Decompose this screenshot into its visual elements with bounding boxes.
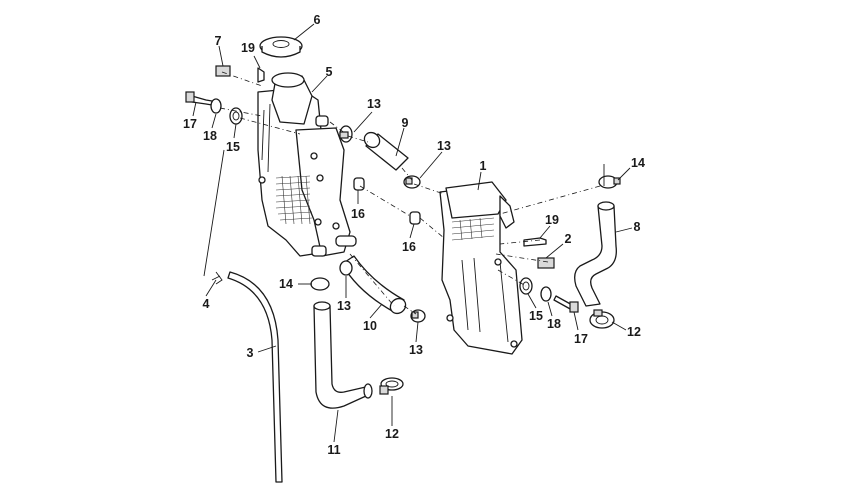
left-radiator (257, 72, 357, 257)
callout-3: 3 (247, 346, 254, 360)
callout-7: 7 (215, 34, 222, 48)
clamps-14 (310, 175, 621, 291)
callout-11: 11 (327, 443, 340, 457)
hose-9 (363, 131, 409, 171)
overflow-tube (227, 271, 283, 483)
callout-16-left: 16 (351, 207, 365, 221)
callout-10: 10 (363, 319, 377, 333)
radiator-cap (259, 36, 303, 58)
callout-5: 5 (326, 65, 333, 79)
callout-17-right: 17 (574, 332, 588, 346)
hose-8 (574, 201, 617, 307)
callout-17-left: 17 (183, 117, 197, 131)
right-radiator (439, 181, 523, 355)
callout-6: 6 (314, 13, 321, 27)
callout-4: 4 (203, 297, 210, 311)
assembly-lines (203, 71, 605, 315)
callout-13-top-right: 13 (437, 139, 451, 153)
callout-8: 8 (634, 220, 641, 234)
callout-14-left: 14 (279, 277, 293, 291)
hose-clamps (339, 125, 426, 323)
callout-18-right: 18 (547, 317, 561, 331)
callout-13-top-left: 13 (367, 97, 381, 111)
callout-15-right: 15 (529, 309, 543, 323)
tube-clip (211, 271, 223, 285)
callout-18-left: 18 (203, 129, 217, 143)
callout-19-right: 19 (545, 213, 559, 227)
callout-13-bottom: 13 (409, 343, 423, 357)
callout-numbers: 1 2 3 4 5 6 7 8 9 10 11 12 12 13 13 13 1… (183, 13, 645, 457)
callout-12-right: 12 (627, 325, 641, 339)
callout-13-middle: 13 (337, 299, 351, 313)
clamps-12 (379, 309, 615, 395)
small-hardware (185, 65, 579, 313)
callout-16-right: 16 (402, 240, 416, 254)
callout-12-left: 12 (385, 427, 399, 441)
callout-leaders (192, 23, 633, 443)
callout-9: 9 (402, 116, 409, 130)
callout-2: 2 (565, 232, 572, 246)
callout-1: 1 (480, 159, 487, 173)
hose-11 (313, 301, 373, 409)
hose-10 (341, 255, 407, 315)
callout-14-right: 14 (631, 156, 645, 170)
callout-19-left: 19 (241, 41, 255, 55)
callout-15-left: 15 (226, 140, 240, 154)
